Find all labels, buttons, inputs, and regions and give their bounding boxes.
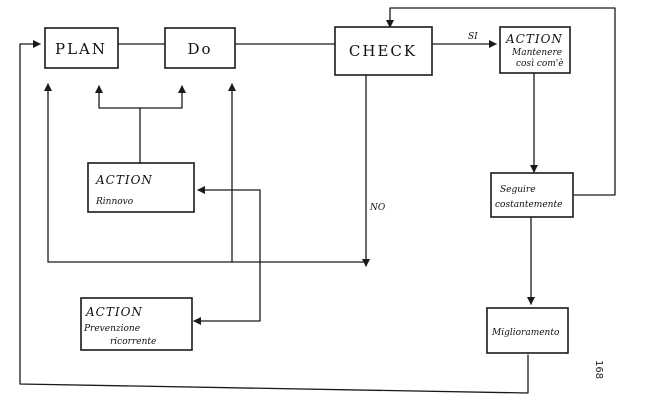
action-keep-title: ACTION [505, 32, 563, 46]
node-improvement: Miglioramento [486, 307, 569, 354]
connectors [19, 7, 616, 394]
node-action-prevention: ACTION Prevenzione ricorrente [80, 297, 193, 351]
arrow-improvement-loop-to-plan [19, 40, 529, 394]
arrow-to-action-prevention [193, 261, 261, 325]
node-action-keep: ACTION Mantenere così com'è [499, 26, 571, 74]
action-keep-line2: così com'è [516, 58, 564, 69]
improvement-label: Miglioramento [491, 328, 560, 338]
node-do: Do [164, 27, 236, 69]
arrow-follow-loop-to-check [386, 7, 616, 196]
action-rework-line1: Rinnovo [95, 197, 134, 207]
arrow-no-to-plan [44, 83, 365, 263]
action-keep-line1: Mantenere [511, 48, 562, 58]
plan-label: PLAN [55, 40, 107, 58]
node-action-rework: ACTION Rinnovo [87, 162, 195, 213]
follow-line2: costantemente [495, 200, 562, 210]
node-plan: PLAN [44, 27, 119, 69]
follow-line1: Seguire [500, 185, 536, 195]
action-prevention-line2: ricorrente [110, 337, 156, 347]
node-check: CHECK [334, 26, 433, 76]
node-follow: Seguire costantemente [490, 172, 574, 218]
check-label: CHECK [349, 42, 417, 60]
action-prevention-title: ACTION [85, 305, 143, 319]
edge-label-yes: SI [468, 32, 478, 42]
page-number: 168 [593, 360, 604, 379]
action-prevention-line1: Prevenzione [83, 324, 140, 334]
arrow-rework-to-plan [95, 85, 141, 109]
action-rework-title: ACTION [95, 173, 153, 187]
arrow-to-action-rework [197, 186, 261, 263]
edge-label-no: NO [369, 203, 386, 213]
do-label: Do [187, 40, 212, 58]
arrow-rework-to-do [139, 85, 186, 109]
